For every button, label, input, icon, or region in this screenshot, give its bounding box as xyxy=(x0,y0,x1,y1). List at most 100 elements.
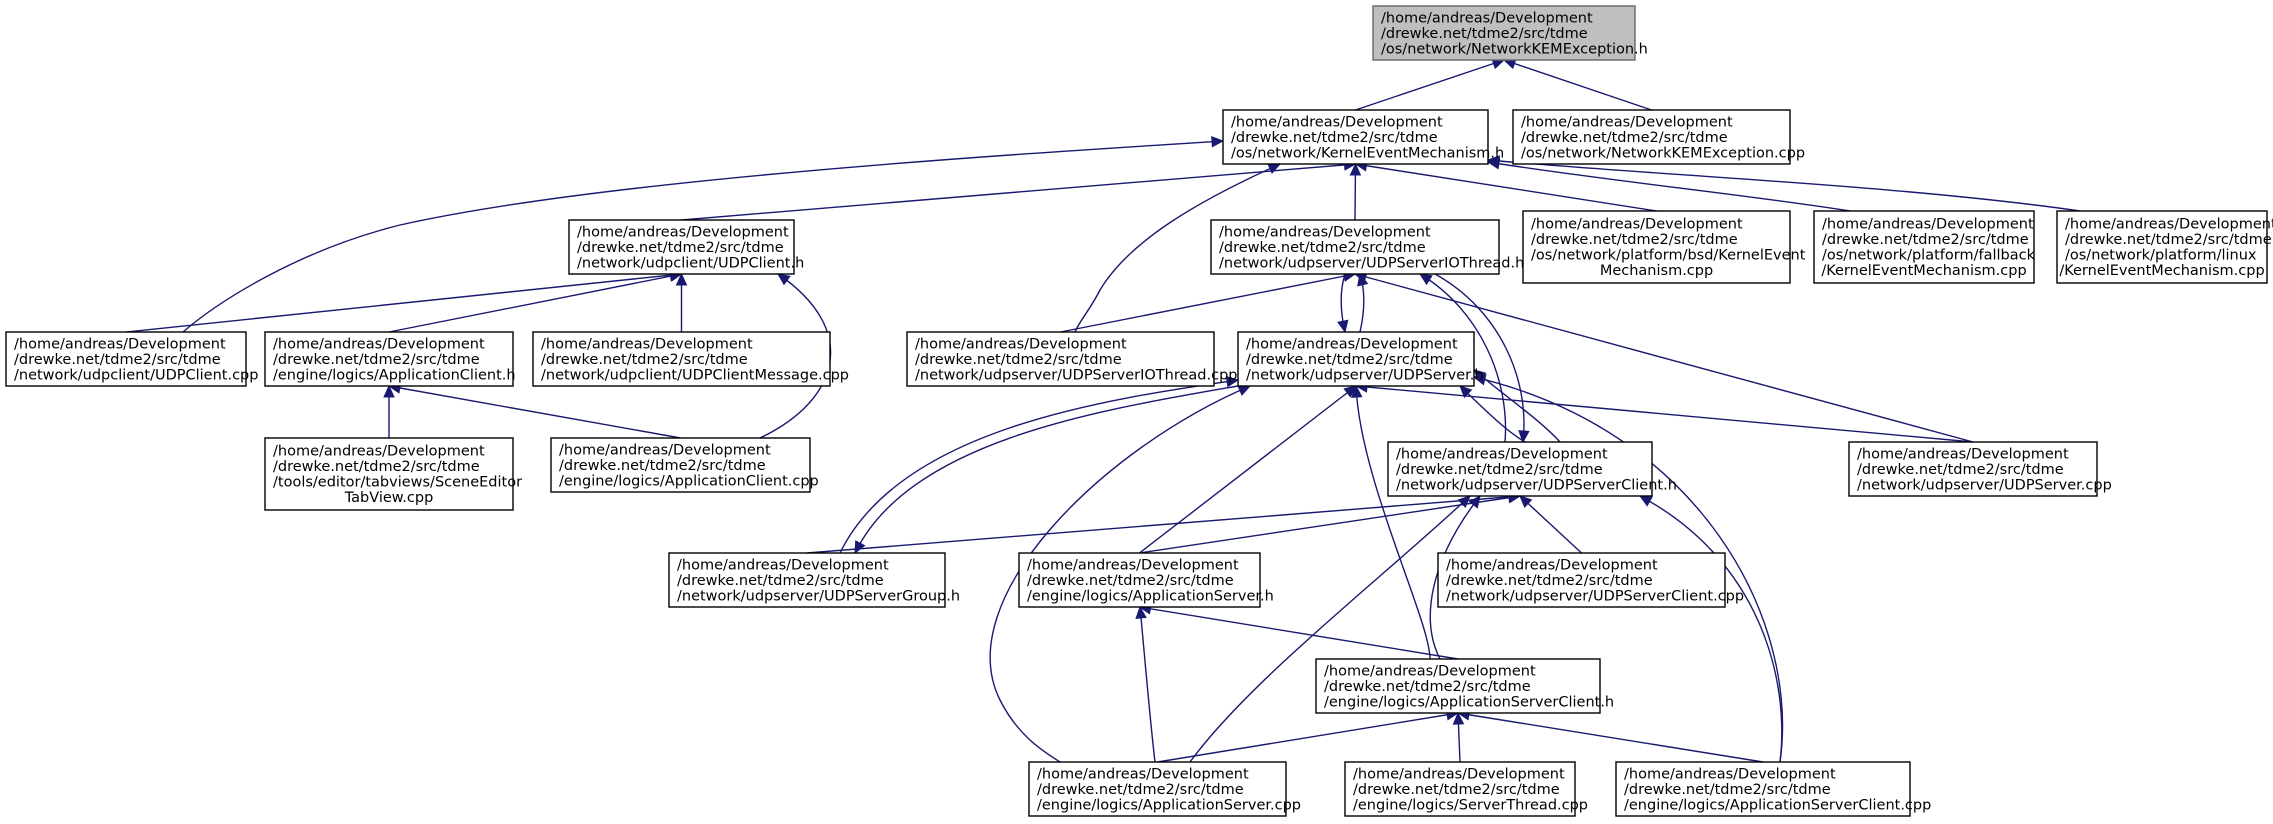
edge-line xyxy=(681,163,1356,221)
node-n6[interactable]: /home/andreas/Development/drewke.net/tdm… xyxy=(1813,210,2036,284)
node-box xyxy=(550,437,811,493)
node-label-line: /drewke.net/tdme2/src/tdme xyxy=(1396,462,1603,478)
arrow-head xyxy=(383,384,395,398)
edge-n12-n23 xyxy=(1472,374,1784,763)
node-label-line: /drewke.net/tdme2/src/tdme xyxy=(677,573,884,589)
node-box xyxy=(1848,441,2098,497)
edge-line xyxy=(1519,495,1582,554)
edge-n1-n3 xyxy=(681,159,1357,221)
node-label-line: /drewke.net/tdme2/src/tdme xyxy=(559,458,766,474)
node-label-line: /os/network/platform/fallback xyxy=(1822,248,2036,264)
node-n14[interactable]: /home/andreas/Development/drewke.net/tdm… xyxy=(550,437,819,493)
node-label-line: /drewke.net/tdme2/src/tdme xyxy=(1446,573,1653,589)
node-n4[interactable]: /home/andreas/Development/drewke.net/tdm… xyxy=(1210,219,1524,275)
arrow-head xyxy=(1518,430,1530,444)
node-n19[interactable]: /home/andreas/Development/drewke.net/tdm… xyxy=(1437,552,1744,608)
edge-n15-n17 xyxy=(806,491,1522,554)
node-n7[interactable]: /home/andreas/Development/drewke.net/tdm… xyxy=(2056,210,2273,284)
node-label-line: /drewke.net/tdme2/src/tdme xyxy=(1531,232,1738,248)
node-label-line: /home/andreas/Development xyxy=(1822,217,2034,233)
node-n13[interactable]: /home/andreas/Development/drewke.net/tdm… xyxy=(264,437,522,511)
edge-n3-n9 xyxy=(388,270,683,333)
node-box xyxy=(1437,552,1726,608)
edge-n12-n17 xyxy=(839,375,1240,554)
node-label-line: /drewke.net/tdme2/src/tdme xyxy=(1231,130,1438,146)
node-n2[interactable]: /home/andreas/Development/drewke.net/tdm… xyxy=(1512,109,1805,165)
node-label-line: /os/network/platform/linux xyxy=(2065,248,2257,264)
arrow-head xyxy=(1343,385,1357,398)
node-label-line: /os/network/KernelEventMechanism.h xyxy=(1231,145,1504,161)
node-n20[interactable]: /home/andreas/Development/drewke.net/tdm… xyxy=(1315,658,1614,714)
node-label-line: /home/andreas/Development xyxy=(1521,114,1733,130)
arrow-head xyxy=(1457,495,1471,509)
node-label-line: /drewke.net/tdme2/src/tdme xyxy=(273,352,480,368)
node-label-line: /network/udpserver/UDPServerClient.cpp xyxy=(1446,588,1744,604)
node-box xyxy=(1512,109,1791,165)
node-n16[interactable]: /home/andreas/Development/drewke.net/tdm… xyxy=(1848,441,2112,497)
node-n21[interactable]: /home/andreas/Development/drewke.net/tdm… xyxy=(1028,761,1301,817)
edge-line xyxy=(854,385,1239,554)
node-label-line: /home/andreas/Development xyxy=(1531,217,1743,233)
edge-line xyxy=(1354,273,1974,443)
edge-n9-n13 xyxy=(383,384,395,438)
edge-n12-n4 xyxy=(1337,273,1349,334)
node-n5[interactable]: /home/andreas/Development/drewke.net/tdm… xyxy=(1522,210,1806,284)
node-n1[interactable]: /home/andreas/Development/drewke.net/tdm… xyxy=(1222,109,1504,165)
node-n8[interactable]: /home/andreas/Development/drewke.net/tdm… xyxy=(5,331,258,387)
edge-n18-n21 xyxy=(1135,605,1156,763)
arrow-head xyxy=(1350,384,1363,398)
node-n17[interactable]: /home/andreas/Development/drewke.net/tdm… xyxy=(668,552,960,608)
arrow-head xyxy=(1337,319,1349,334)
node-n9[interactable]: /home/andreas/Development/drewke.net/tdm… xyxy=(264,331,516,387)
node-box xyxy=(668,552,946,608)
node-label-line: /engine/logics/ServerThread.cpp xyxy=(1353,797,1588,813)
arrow-head xyxy=(1638,495,1653,507)
node-label-line: /drewke.net/tdme2/src/tdme xyxy=(273,459,480,475)
edge-n4-n12 xyxy=(1357,272,1369,333)
node-label-line: /KernelEventMechanism.cpp xyxy=(2059,263,2264,279)
edge-n0-n1 xyxy=(1355,58,1506,111)
edge-n15-n19 xyxy=(1519,495,1582,554)
node-label-line: TabView.cpp xyxy=(344,490,434,506)
arrow-head xyxy=(1468,495,1481,509)
edge-line xyxy=(1503,59,1652,111)
node-box xyxy=(1028,761,1287,817)
node-n11[interactable]: /home/andreas/Development/drewke.net/tdm… xyxy=(906,331,1238,387)
arrow-head xyxy=(1519,495,1533,509)
arrow-head xyxy=(854,540,866,555)
node-n0[interactable]: /home/andreas/Development/drewke.net/tdm… xyxy=(1372,5,1648,61)
edge-n1-n8 xyxy=(182,135,1225,333)
arrow-head xyxy=(1459,385,1473,399)
node-n23[interactable]: /home/andreas/Development/drewke.net/tdm… xyxy=(1615,761,1931,817)
node-label-line: /home/andreas/Development xyxy=(1446,557,1658,573)
arrow-head xyxy=(1211,135,1225,148)
edge-n3-n8 xyxy=(125,269,683,333)
edge-n12-n16 xyxy=(1354,381,1974,443)
node-label-line: /home/andreas/Development xyxy=(677,557,889,573)
node-box xyxy=(1315,658,1601,714)
node-n22[interactable]: /home/andreas/Development/drewke.net/tdm… xyxy=(1344,761,1588,817)
node-box xyxy=(1615,761,1911,817)
edge-line xyxy=(806,495,1521,554)
arrow-head xyxy=(1225,375,1240,388)
node-label-line: /drewke.net/tdme2/src/tdme xyxy=(1324,679,1531,695)
edge-line xyxy=(125,273,682,333)
edge-n20-n23 xyxy=(1456,709,1764,763)
edge-line xyxy=(1139,495,1521,554)
arrow-head xyxy=(675,272,688,286)
edge-line xyxy=(1139,606,1459,660)
node-n3[interactable]: /home/andreas/Development/drewke.net/tdm… xyxy=(568,219,804,275)
node-box xyxy=(1813,210,2035,284)
node-n18[interactable]: /home/andreas/Development/drewke.net/tdm… xyxy=(1018,552,1274,608)
node-n15[interactable]: /home/andreas/Development/drewke.net/tdm… xyxy=(1387,441,1677,497)
node-label-line: /drewke.net/tdme2/src/tdme xyxy=(541,352,748,368)
node-n12[interactable]: /home/andreas/Development/drewke.net/tdm… xyxy=(1237,331,1484,387)
node-label-line: /home/andreas/Development xyxy=(1246,336,1458,352)
node-label-line: /drewke.net/tdme2/src/tdme xyxy=(1857,462,2064,478)
node-label-line: /network/udpserver/UDPServerGroup.h xyxy=(677,588,960,604)
edge-line xyxy=(1457,712,1764,763)
node-box xyxy=(5,331,247,387)
node-label-line: /os/network/NetworkKEMException.cpp xyxy=(1521,145,1805,161)
node-n10[interactable]: /home/andreas/Development/drewke.net/tdm… xyxy=(532,331,849,387)
arrow-head xyxy=(1418,273,1433,286)
